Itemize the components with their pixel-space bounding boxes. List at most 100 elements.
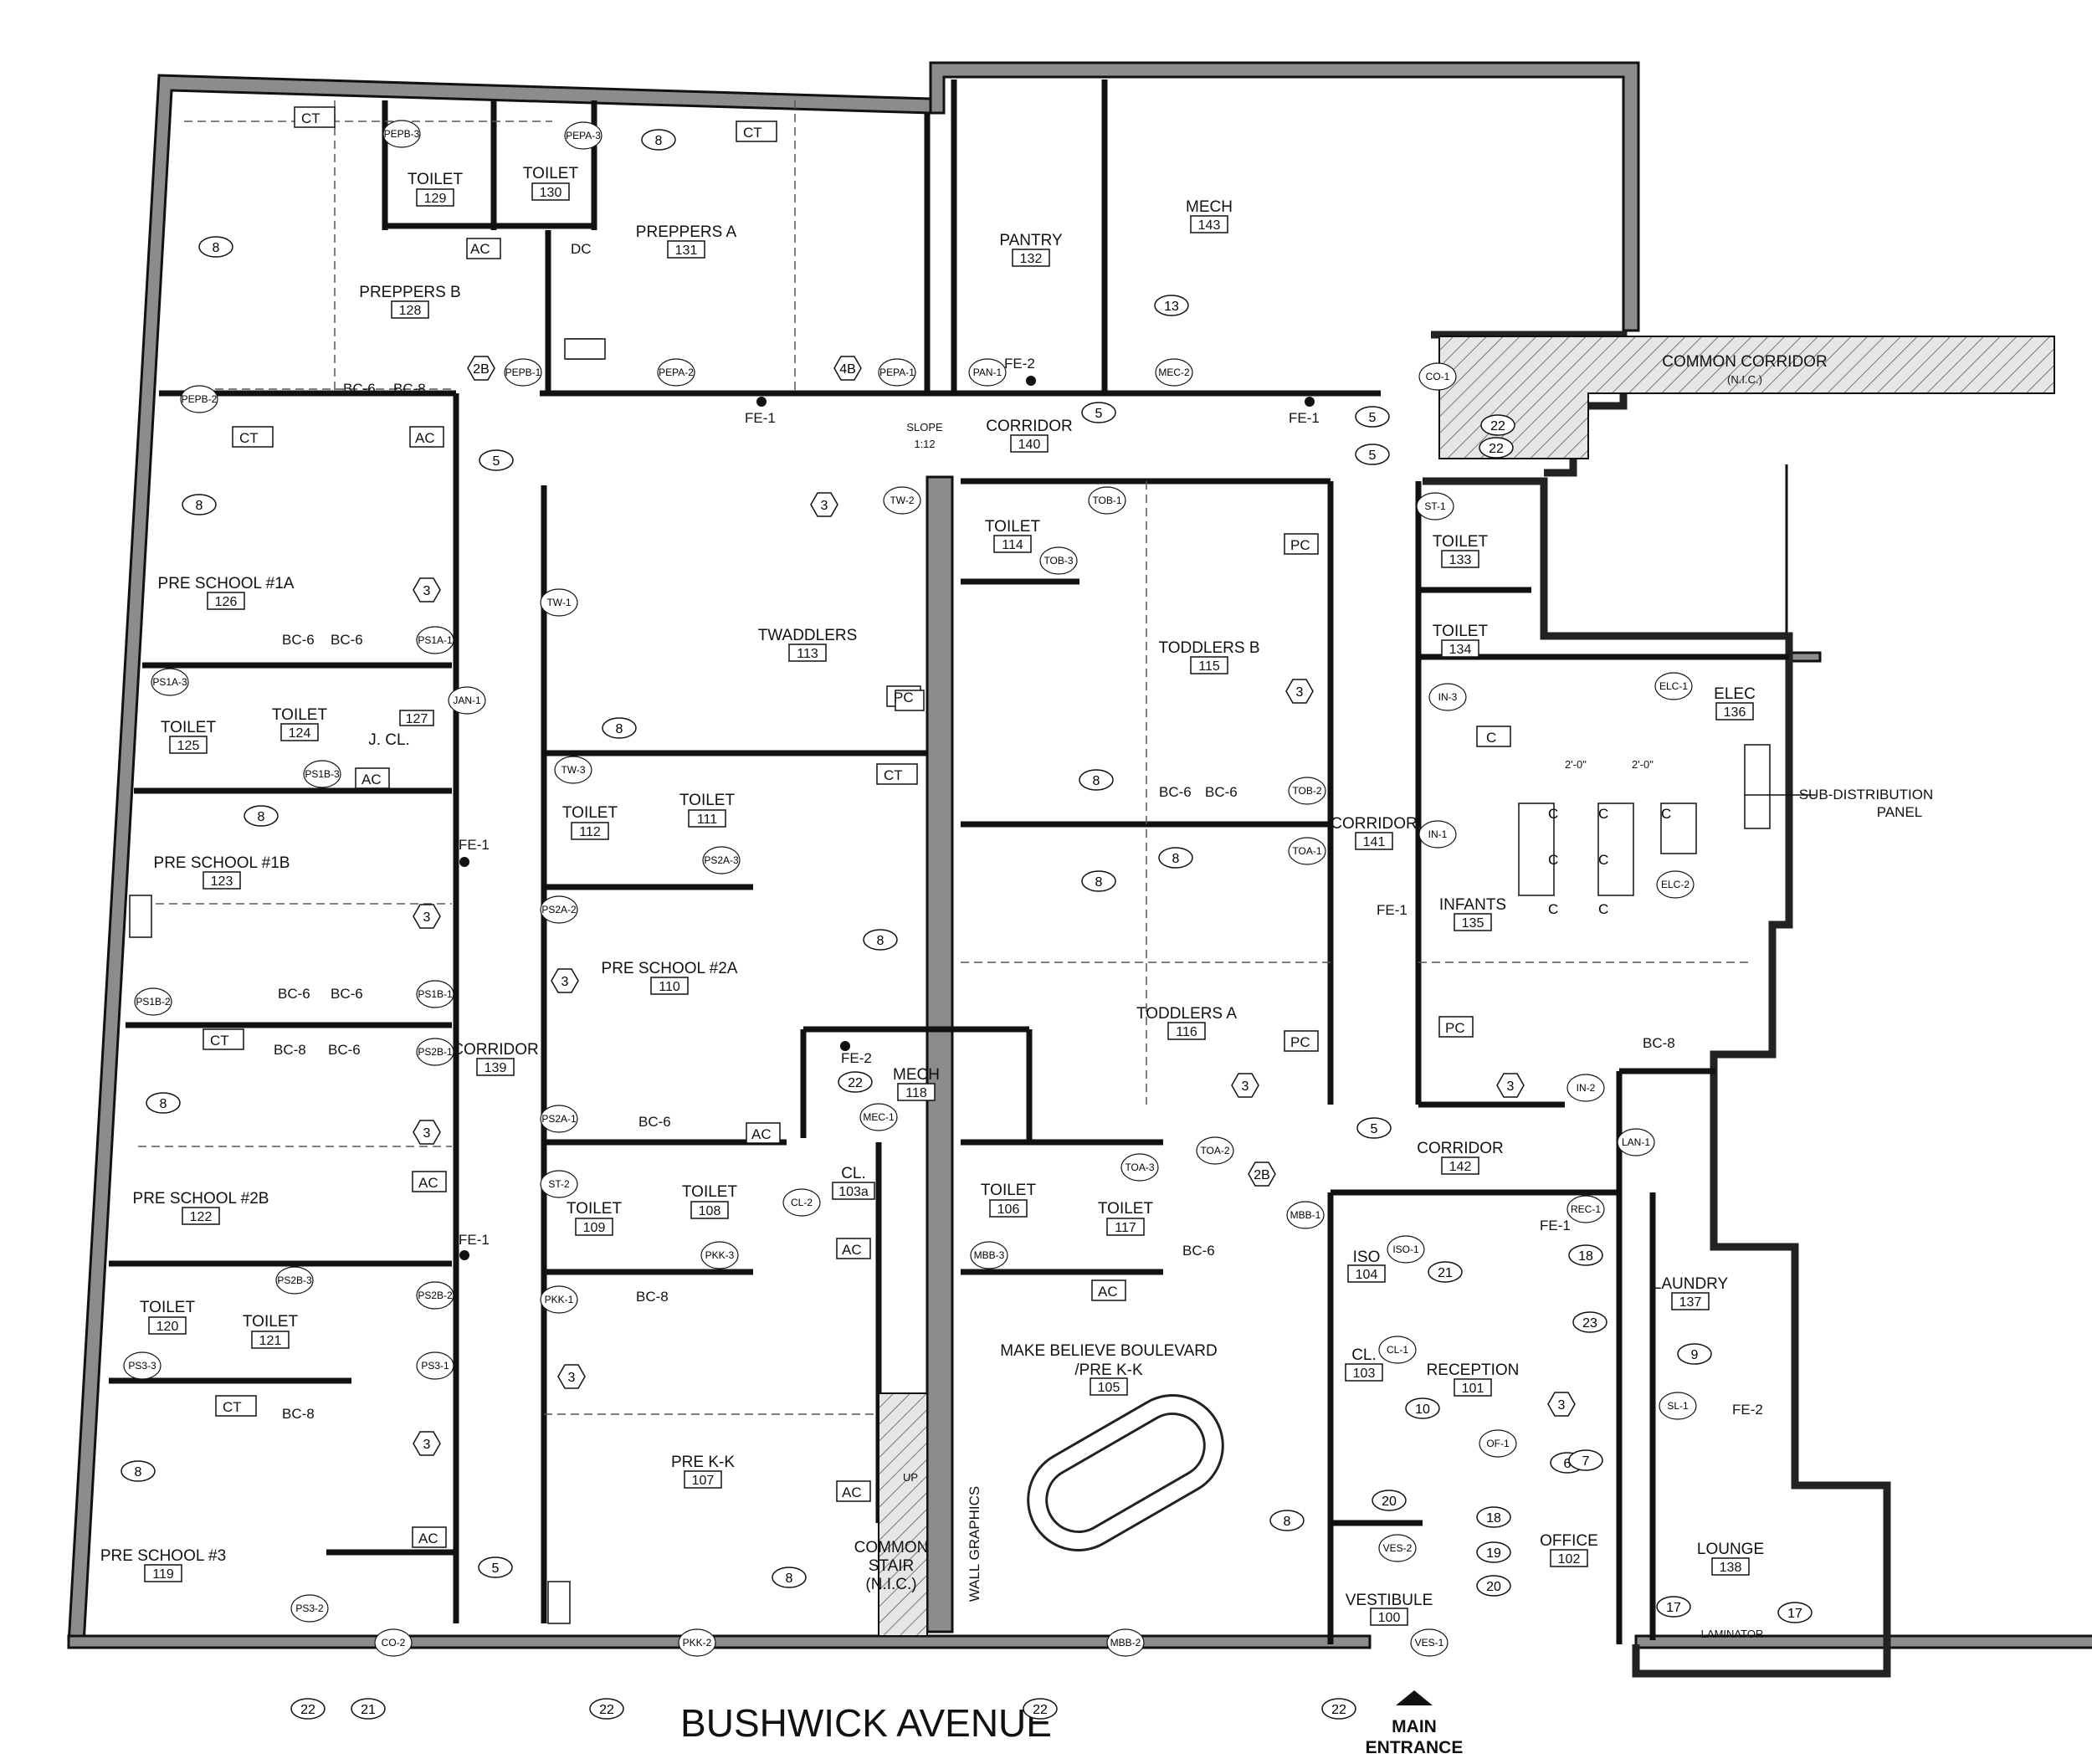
fe-label: FE-1 [459, 837, 490, 853]
door-tag-label: OF-1 [1486, 1438, 1510, 1449]
keynote-label: 5 [1371, 1122, 1378, 1136]
door-tag-label: PS3-3 [128, 1360, 156, 1372]
keynote-label: 23 [1582, 1316, 1597, 1331]
slope-ratio: 1:12 [914, 438, 935, 450]
door-tag-label: PKK-3 [705, 1249, 735, 1261]
door-tag-label: PS2B-2 [418, 1290, 453, 1301]
keynote-label: 3 [423, 1126, 431, 1141]
keynote-label: 3 [1296, 685, 1304, 700]
keynote-label: 21 [1438, 1266, 1453, 1280]
door-tag-label: TOB-2 [1292, 785, 1321, 797]
room-number: 140 [1018, 438, 1041, 452]
door-tag-label: VES-2 [1383, 1542, 1413, 1554]
keynote-label: 5 [1095, 407, 1103, 421]
dashed-lines [138, 100, 1749, 1415]
bc-label: BC-8 [282, 1406, 315, 1422]
door-tag-label: CO-1 [1426, 371, 1450, 382]
room-number: 108 [699, 1204, 721, 1218]
door-tag-label: IN-2 [1577, 1082, 1596, 1094]
ac-label: AC [751, 1126, 772, 1142]
room-name: PREPPERS B [359, 284, 460, 301]
room-name: TOILET [562, 804, 618, 822]
nic-label: (N.I.C.) [1727, 373, 1762, 386]
ac-label: AC [418, 1175, 438, 1191]
fe-label: FE-2 [841, 1050, 872, 1066]
street-label: BUSHWICK AVENUE [680, 1701, 1052, 1745]
room-name: PREPPERS A [636, 223, 737, 241]
door-tag-label: REC-1 [1571, 1203, 1601, 1215]
room-name: TWADDLERS [758, 627, 858, 644]
entrance-label-2: ENTRANCE [1366, 1738, 1464, 1757]
room-name: TOILET [682, 1183, 738, 1201]
fixture-boxes [129, 106, 1511, 1624]
keynote-label: 22 [1490, 419, 1505, 433]
common-stair-nic: (N.I.C.) [865, 1576, 916, 1593]
ac-label: AC [842, 1485, 862, 1500]
play-track [1027, 1394, 1224, 1551]
keynote-label: 9 [1691, 1348, 1699, 1362]
room-number: 123 [211, 874, 233, 889]
room-number: 115 [1198, 659, 1220, 674]
room-name: CORRIDOR [1417, 1140, 1503, 1157]
room-name: TOILET [1433, 533, 1489, 551]
keynote-label: 8 [1172, 852, 1180, 866]
electrical-panel [1744, 744, 1771, 829]
keynote-label: 8 [135, 1465, 142, 1479]
room-name: PANTRY [999, 232, 1063, 249]
keynote-label: 6 [1564, 1457, 1572, 1471]
room-name: TOILET [243, 1313, 299, 1331]
room-name: TOILET [272, 706, 328, 724]
sub-panel-label-2: PANEL [1877, 804, 1923, 820]
ac-label: AC [842, 1242, 862, 1258]
door-tag-label: TOA-3 [1125, 1161, 1154, 1173]
room-number: 121 [259, 1334, 282, 1348]
room-number: 139 [485, 1061, 507, 1075]
fe-label: FE-1 [1289, 410, 1320, 426]
laminator-label: LAMINATOR [1701, 1628, 1764, 1640]
fe-label: FE-1 [745, 410, 776, 426]
room-number: 120 [156, 1320, 179, 1334]
keynote-label: 21 [361, 1703, 376, 1717]
bc-label: BC-6 [331, 986, 363, 1002]
bc-label: BC-6 [328, 1042, 361, 1058]
ac-label: AC [415, 430, 435, 446]
room-number: 130 [540, 186, 562, 200]
fe-label: FE-1 [1540, 1218, 1571, 1233]
fe-label: FE-1 [459, 1232, 490, 1248]
wall-graphics-label: WALL GRAPHICS [967, 1486, 982, 1602]
room-name: RECEPTION [1427, 1361, 1520, 1379]
door-tag-label: PEPB-1 [505, 367, 541, 378]
room-name: CORRIDOR [1331, 815, 1417, 833]
room-name: TOILET [985, 518, 1041, 536]
door-tag-label: ELC-1 [1659, 680, 1688, 692]
fe-label: FE-1 [1377, 902, 1407, 918]
bc-label: BC-6 [278, 986, 310, 1002]
room-name: LOUNGE [1697, 1541, 1764, 1558]
door-tag-label: PS2A-3 [704, 854, 739, 866]
pc-label: PC [1445, 1020, 1465, 1036]
keynote-ovals: 8 8 8 5 5 5 5 13 8 8 8 8 8 8 8 8 8 5 5 2… [120, 129, 1813, 1720]
pc-label: PC [894, 690, 914, 705]
infant-cribs [1518, 803, 1697, 896]
ac-label: AC [1098, 1284, 1118, 1300]
room-number: 112 [579, 825, 601, 839]
door-tag-label: VES-1 [1415, 1637, 1444, 1649]
room-name: INFANTS [1439, 896, 1506, 914]
room-name: CORRIDOR [452, 1041, 538, 1059]
room-number: 127 [406, 712, 428, 726]
crib-label: C [1548, 806, 1558, 822]
room-name: TOILET [161, 719, 217, 736]
door-tag-label: IN-1 [1428, 828, 1448, 840]
door-tag-label: ELC-2 [1661, 879, 1689, 890]
keynote-label: 8 [1095, 875, 1103, 890]
door-tag-label: ST-1 [1424, 500, 1446, 512]
room-number: 143 [1198, 218, 1221, 233]
room-name: TOILET [523, 165, 579, 182]
bc-label: BC-8 [274, 1042, 306, 1058]
crib-label: C [1548, 852, 1558, 868]
common-stair-label-2: STAIR [869, 1557, 915, 1575]
keynote-label: 8 [655, 134, 663, 148]
door-tag-label: PS3-2 [295, 1602, 324, 1614]
keynote-label: 3 [1558, 1398, 1566, 1413]
